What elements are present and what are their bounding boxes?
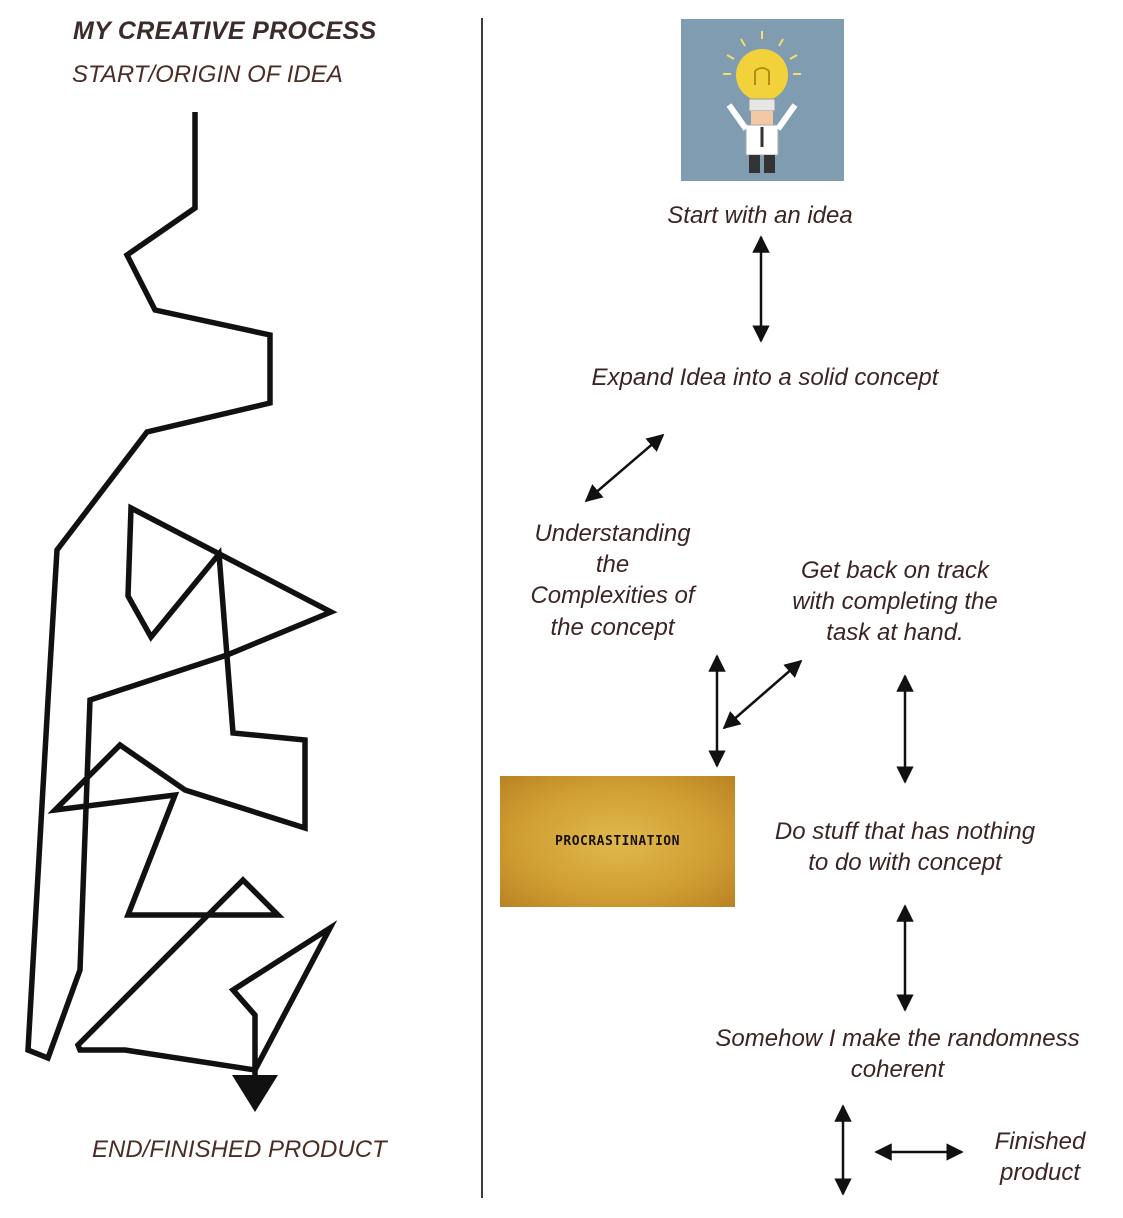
node-somehow-line: coherent [850, 1056, 945, 1084]
squiggle-line [25, 112, 338, 1105]
end-finished-label: END/FINISHED PRODUCT [92, 1136, 387, 1163]
node-understanding-line: the concept [550, 613, 675, 641]
squiggle-arrowhead [232, 1075, 278, 1112]
procrastination-image-text: PROCRASTINATION [555, 834, 680, 849]
node-get-back-on-track: Get back on track with completing the ta… [755, 555, 1035, 649]
arrow-expand-understand [584, 433, 665, 503]
node-finished-product: Finished product [975, 1126, 1105, 1188]
node-start-with-idea: Start with an idea [667, 202, 853, 229]
start-origin-label: START/ORIGIN OF IDEA [72, 61, 343, 88]
node-somehow-line: Somehow I make the randomness [715, 1025, 1080, 1052]
node-finished-line: Finished [994, 1128, 1086, 1155]
column-divider [481, 18, 483, 1198]
node-do-stuff-line: to do with concept [808, 849, 1002, 877]
node-understanding: Understanding the Complexities of the co… [505, 518, 720, 643]
node-do-stuff-line: Do stuff that has nothing [774, 818, 1036, 845]
node-finished-line: product [999, 1159, 1081, 1187]
node-back-on-track-line: Get back on track [800, 557, 990, 584]
node-understanding-line: the [595, 551, 630, 579]
lightbulb-icon [736, 49, 788, 101]
node-somehow-coherent: Somehow I make the randomness coherent [675, 1023, 1120, 1085]
node-back-on-track-line: with completing the [792, 588, 998, 616]
page-title: MY CREATIVE PROCESS [73, 17, 377, 45]
node-understanding-line: Complexities of [530, 582, 695, 610]
node-expand-idea: Expand Idea into a solid concept [591, 364, 939, 391]
light-rays-icon [723, 31, 801, 75]
node-do-stuff: Do stuff that has nothing to do with con… [740, 816, 1070, 878]
node-back-on-track-line: task at hand. [826, 619, 964, 647]
procrastination-image: PROCRASTINATION [500, 776, 735, 907]
node-understanding-line: Understanding [534, 520, 691, 547]
arrow-procrastination-backontrack [722, 659, 803, 730]
lightbulb-man-image [681, 19, 844, 181]
